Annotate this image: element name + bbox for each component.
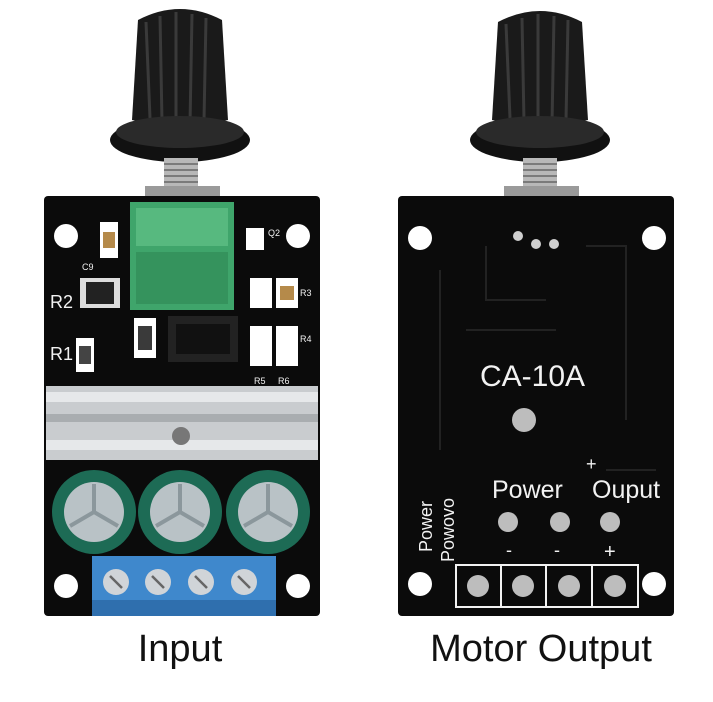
front-shaft [145, 158, 220, 200]
back-shaft [504, 158, 579, 198]
label-r6: R6 [278, 376, 290, 386]
back-knob [470, 11, 610, 162]
back-board-drawing: CA-10A Power Ouput + Power Powovo - - + [398, 11, 674, 616]
side-text-power: Power [416, 501, 436, 552]
caption-input: Input [137, 628, 223, 670]
plus-sign: + [604, 541, 616, 563]
power-label: Power [492, 476, 563, 504]
green-potentiometer [130, 202, 234, 310]
input-terminal-block [92, 556, 276, 616]
label-r1: R1 [50, 344, 73, 364]
back-board-panel: CA-10A Power Ouput + Power Powovo - - + [356, 0, 713, 620]
minus-sign-1: - [506, 540, 512, 560]
label-r2: R2 [50, 292, 73, 312]
heatsink [46, 386, 318, 460]
label-r5: R5 [254, 376, 266, 386]
front-board-panel: R2 R1 C9 Q2 R3 R4 R5 R6 [0, 0, 360, 620]
label-c9: C9 [82, 262, 94, 272]
output-terminal-pads [455, 564, 639, 608]
label-r4: R4 [300, 334, 312, 344]
caption-motor-output: Motor Output [430, 628, 652, 670]
label-q2: Q2 [268, 228, 280, 238]
capacitors [52, 470, 310, 554]
front-board-drawing: R2 R1 C9 Q2 R3 R4 R5 R6 [44, 9, 320, 616]
minus-sign-2: - [554, 540, 560, 560]
label-r3: R3 [300, 288, 312, 298]
front-knob [110, 9, 250, 162]
back-pcb [398, 196, 674, 616]
model-label: CA-10A [480, 360, 585, 393]
output-label: Ouput [592, 476, 660, 504]
output-top-plus: + [586, 454, 597, 474]
side-text-powovo: Powovo [438, 498, 458, 562]
